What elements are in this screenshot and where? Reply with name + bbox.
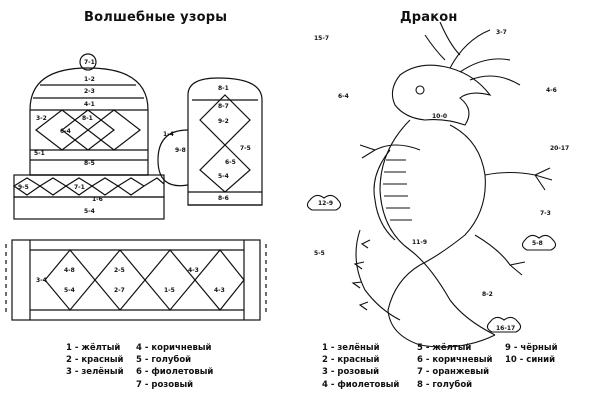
dragon-number: 11-9 bbox=[412, 239, 427, 246]
legend-item: 5 - жёлтый bbox=[417, 343, 472, 353]
hat-number: 1-2 bbox=[84, 76, 95, 83]
left-line-art: 7-1 1-2 2-3 4-1 3-2 8-1 6-4 5-1 8-5 9-5 … bbox=[5, 53, 267, 321]
legend-item: 7 - оранжевый bbox=[417, 367, 490, 378]
right-legend-col3: 9 - чёрный 10 - синий bbox=[505, 342, 558, 366]
mitten-number: 1-4 bbox=[163, 131, 174, 138]
scarf-number: 1-5 bbox=[164, 287, 175, 294]
scarf-number: 5-4 bbox=[64, 287, 75, 294]
legend-item: 10 - синий bbox=[505, 355, 556, 366]
legend-item: 8 - голубой bbox=[417, 379, 473, 390]
scarf-number: 2-7 bbox=[114, 287, 125, 294]
legend-item: 4 - фиолетовый bbox=[322, 379, 400, 390]
hat-number: 7-1 bbox=[84, 59, 95, 66]
legend-item: 2 - красный bbox=[66, 355, 124, 366]
mitten-number: 7-5 bbox=[240, 145, 251, 152]
legend-item: 4 - коричневый bbox=[136, 343, 212, 353]
scarf-number: 4-3 bbox=[214, 287, 225, 294]
legend-item: 1 - жёлтый bbox=[66, 343, 121, 353]
dragon-number: 16-17 bbox=[496, 325, 515, 332]
legend-item: 7 - розовый bbox=[136, 379, 194, 390]
hat-number: 8-1 bbox=[82, 115, 93, 122]
scarf-number: 4-3 bbox=[188, 267, 199, 274]
legend-item: 5 - голубой bbox=[136, 355, 192, 366]
left-coloring-page: Волшебные узоры bbox=[5, 10, 267, 391]
dragon-number: 7-3 bbox=[540, 210, 551, 217]
dragon-number: 15-7 bbox=[314, 35, 329, 42]
hat-number: 9-5 bbox=[18, 184, 29, 191]
mitten-number: 5-4 bbox=[218, 173, 229, 180]
dragon-number: 3-7 bbox=[496, 29, 507, 36]
left-legend-col1: 1 - жёлтый 2 - красный 3 - зелёный bbox=[66, 342, 124, 379]
mitten-number: 8-6 bbox=[218, 195, 229, 202]
hat-number: 1-6 bbox=[92, 196, 103, 203]
legend-item: 2 - красный bbox=[322, 355, 380, 366]
hat-illustration bbox=[12, 53, 165, 220]
legend-item: 6 - фиолетовый bbox=[136, 367, 214, 378]
right-legend-col2: 5 - жёлтый 6 - коричневый 7 - оранжевый … bbox=[417, 342, 493, 391]
scarf-number: 3-4 bbox=[36, 277, 47, 284]
legend-item: 9 - чёрный bbox=[505, 343, 558, 353]
mitten-number: 9-8 bbox=[175, 147, 186, 154]
scarf-number: 4-8 bbox=[64, 267, 75, 274]
dragon-number: 8-2 bbox=[482, 291, 493, 298]
dragon-number: 12-9 bbox=[318, 200, 333, 207]
dragon-number: 20-17 bbox=[550, 145, 569, 152]
mitten-illustration bbox=[157, 77, 263, 206]
dragon-number: 5-8 bbox=[532, 240, 543, 247]
legend-item: 1 - зелёный bbox=[322, 343, 380, 353]
legend-item: 6 - коричневый bbox=[417, 355, 493, 366]
right-page-title: Дракон bbox=[400, 10, 458, 25]
left-legend-col2: 4 - коричневый 5 - голубой 6 - фиолетовы… bbox=[136, 342, 213, 391]
hat-number: 4-1 bbox=[84, 101, 95, 108]
dragon-number: 6-4 bbox=[338, 93, 349, 100]
mitten-number: 8-1 bbox=[218, 85, 229, 92]
right-coloring-page: Дракон bbox=[300, 0, 600, 407]
hat-number: 2-3 bbox=[84, 88, 95, 95]
hat-number: 7-1 bbox=[74, 184, 85, 191]
dragon-number: 4-6 bbox=[546, 87, 557, 94]
hat-number: 8-5 bbox=[84, 160, 95, 167]
hat-number: 6-4 bbox=[60, 128, 71, 135]
scarf-number: 2-5 bbox=[114, 267, 125, 274]
dragon-line-art: 15-7 3-7 6-4 10-0 4-6 20-17 12-9 7-3 5-5… bbox=[306, 21, 569, 348]
mitten-number: 6-5 bbox=[225, 159, 236, 166]
right-legend-col1: 1 - зелёный 2 - красный 3 - розовый 4 - … bbox=[322, 342, 399, 391]
hat-number: 5-4 bbox=[84, 208, 95, 215]
scarf-illustration bbox=[5, 239, 267, 321]
legend-item: 3 - зелёный bbox=[66, 367, 124, 378]
left-page-title: Волшебные узоры bbox=[84, 10, 228, 25]
legend-item: 3 - розовый bbox=[322, 367, 380, 378]
mitten-number: 9-2 bbox=[218, 118, 229, 125]
hat-number: 3-2 bbox=[36, 115, 47, 122]
dragon-number: 5-5 bbox=[314, 250, 325, 257]
dragon-number: 10-0 bbox=[432, 113, 447, 120]
mitten-number: 8-7 bbox=[218, 103, 229, 110]
hat-number: 5-1 bbox=[34, 150, 45, 157]
